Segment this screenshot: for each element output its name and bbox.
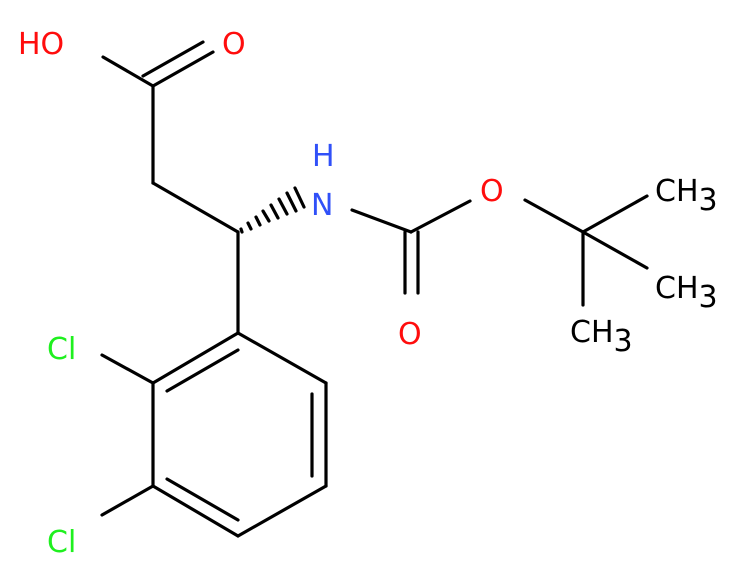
amine-h-label: H bbox=[312, 139, 335, 174]
ring-bond-3 bbox=[236, 484, 328, 538]
ring-inner-bond-c bbox=[165, 348, 240, 393]
methyl-label-2: CH3 bbox=[655, 271, 718, 315]
chlorine-label-1: Cl bbox=[47, 332, 76, 367]
bond-c-o-double-a bbox=[151, 50, 215, 88]
acid-carbonyl-o-label: O bbox=[222, 27, 246, 62]
ring-inner-bond-b bbox=[165, 477, 240, 522]
ring-bond-6 bbox=[151, 331, 240, 385]
ring-bond-1 bbox=[236, 331, 328, 385]
boc-carbonyl-o-label: O bbox=[398, 317, 422, 352]
ring-bond-4 bbox=[151, 484, 240, 538]
bond-ring-cl1 bbox=[100, 353, 155, 385]
bond-cquat-me1 bbox=[581, 194, 649, 234]
methyl-label-1: CH3 bbox=[655, 174, 718, 218]
bond-ho-c bbox=[101, 55, 155, 88]
ester-o-label: O bbox=[480, 174, 504, 209]
hashed-wedge-bond bbox=[239, 186, 306, 234]
bond-ring-cl2 bbox=[100, 484, 155, 517]
hydroxyl-label: HO bbox=[18, 27, 64, 62]
bond-cquat-me2 bbox=[581, 230, 649, 270]
bond-n-c bbox=[350, 208, 413, 234]
amine-n-label: N bbox=[311, 188, 333, 223]
methyl-label-3: CH3 bbox=[570, 315, 633, 359]
bond-c-o-ester bbox=[409, 199, 472, 234]
bond-c-o-double-b bbox=[141, 40, 205, 78]
bond-ch2-ch bbox=[151, 181, 240, 234]
bond-o-cquat bbox=[523, 198, 585, 234]
chlorine-label-2: Cl bbox=[47, 525, 76, 560]
